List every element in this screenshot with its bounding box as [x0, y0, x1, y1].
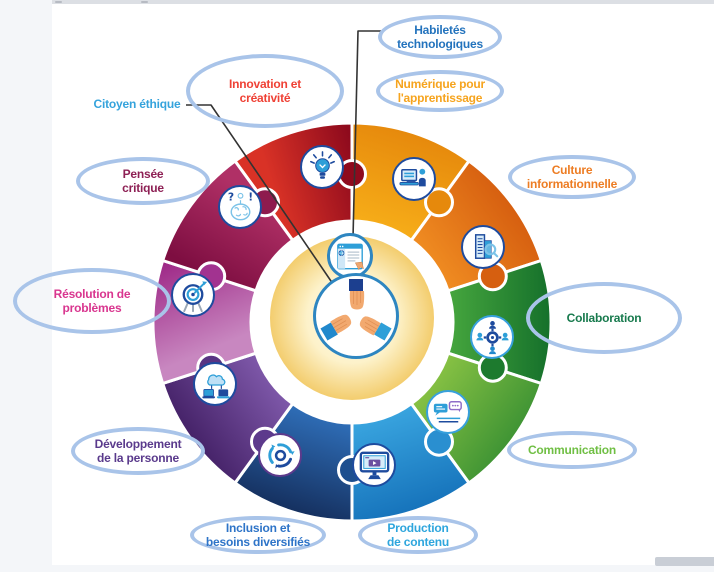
- label-collaboration: Collaboration: [526, 282, 682, 354]
- label-citoyen-ethique: Citoyen éthique: [93, 97, 181, 111]
- circular-arrows-icon: [258, 433, 302, 477]
- lightbulb-icon: [300, 145, 344, 189]
- label-numerique-pour-apprentissage: Numérique pour l'apprentissage: [376, 70, 504, 112]
- toolbar-mark: [55, 1, 62, 3]
- label-habiletes-technologiques: Habiletés technologiques: [378, 15, 502, 59]
- svg-text:?: ?: [227, 190, 233, 203]
- label-developpement-de-la-personne: Développement de la personne: [71, 427, 205, 475]
- critical-thinking-brain-icon: ? !: [218, 185, 262, 229]
- laptop-learning-icon: [392, 157, 436, 201]
- puzzle-tab: [424, 187, 454, 218]
- window-top-edge-bar: [52, 0, 714, 4]
- label-pensee-critique: Pensée critique: [76, 157, 210, 205]
- cloud-devices-icon: [193, 362, 237, 406]
- collaboration-network-icon: [470, 315, 514, 359]
- label-culture-informationnelle: Culture informationnelle: [508, 155, 636, 199]
- label-resolution-de-problemes: Résolution de problèmes: [13, 268, 171, 334]
- label-production-de-contenu: Production de contenu: [358, 516, 478, 554]
- bottom-gutter-strip: [0, 565, 714, 572]
- label-communication: Communication: [507, 431, 637, 469]
- segment-pensee-critique: [161, 159, 295, 293]
- media-monitor-icon: [352, 443, 396, 487]
- toolbar-mark: [141, 1, 148, 3]
- target-icon: [171, 273, 215, 317]
- label-innovation-et-creativite: Innovation et créativité: [186, 54, 344, 128]
- label-inclusion-et-besoins-diversifies: Inclusion et besoins diversifiés: [190, 516, 326, 554]
- information-search-icon: [461, 225, 505, 269]
- horizontal-scrollbar-thumb[interactable]: [655, 557, 714, 566]
- connector-habiletes-line: [352, 30, 381, 239]
- chat-bubbles-icon: [426, 390, 470, 434]
- joined-hands-icon: [313, 273, 399, 359]
- svg-text:!: !: [248, 190, 253, 203]
- ethical-citizen-browser-icon: [327, 233, 373, 279]
